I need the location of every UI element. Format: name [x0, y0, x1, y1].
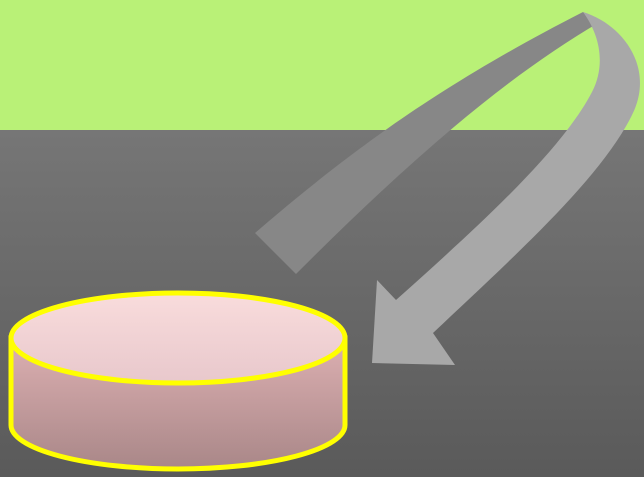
background-top-band: [0, 0, 644, 130]
cylinder-top-face: [11, 293, 345, 383]
